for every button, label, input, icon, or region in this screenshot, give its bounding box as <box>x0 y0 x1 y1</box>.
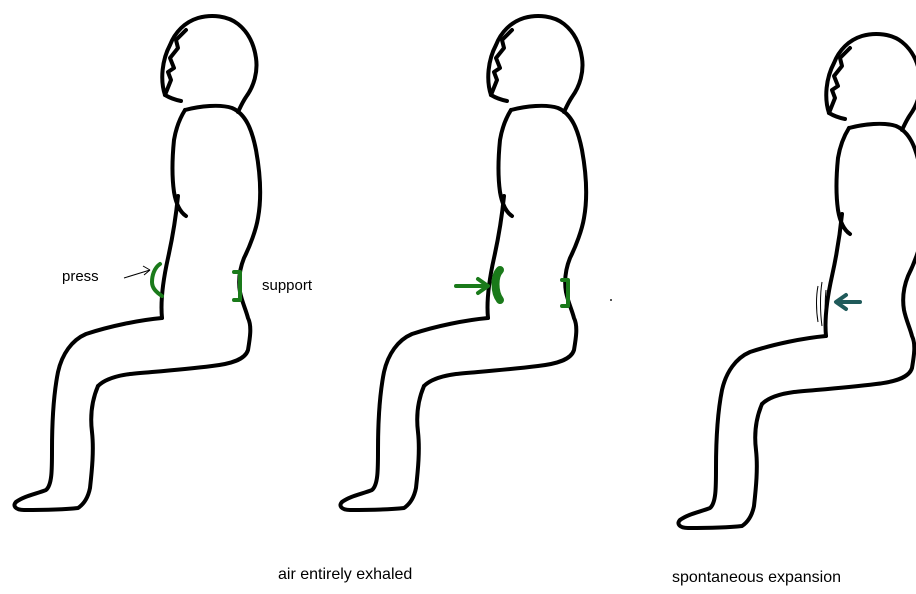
press-patch <box>496 270 501 300</box>
expansion-arrow-icon <box>836 295 860 309</box>
figure-right <box>678 34 916 528</box>
support-label: support <box>262 277 312 294</box>
press-label: press <box>62 268 99 285</box>
caption-spontaneous-expansion: spontaneous expansion <box>672 569 841 587</box>
support-marker <box>234 272 240 300</box>
push-arrow-icon <box>456 279 488 293</box>
press-arrow-icon <box>124 266 150 278</box>
figure-left <box>14 16 260 510</box>
figure-middle <box>340 16 586 510</box>
caption-air-exhaled: air entirely exhaled <box>278 566 412 584</box>
